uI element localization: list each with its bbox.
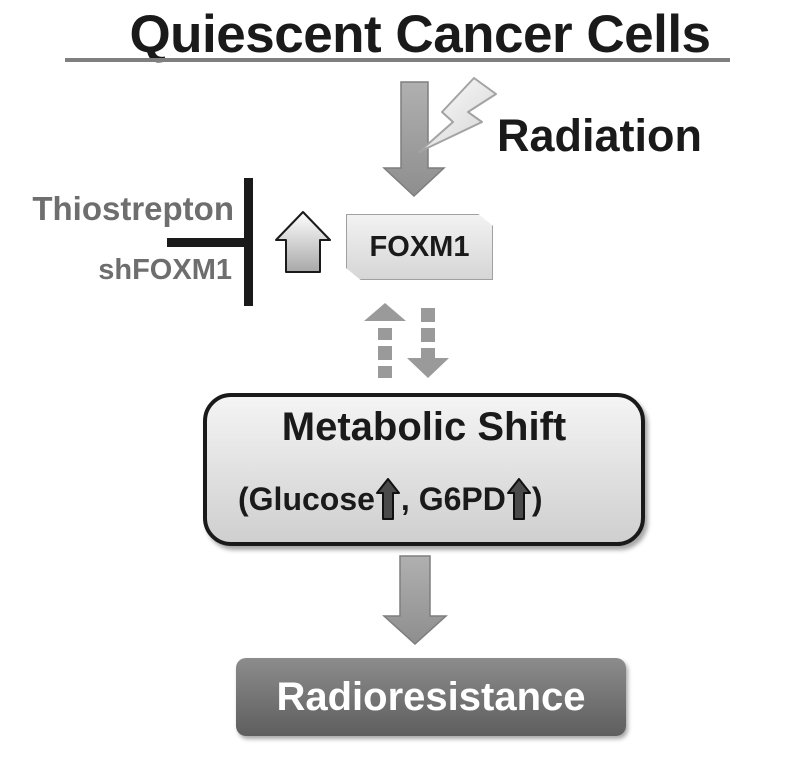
close-paren: ) [531, 480, 543, 517]
radioresistance-box: Radioresistance [236, 658, 626, 736]
metabolic-shift-detail: ( Glucose , G6PD ) [238, 474, 543, 524]
foxm1-label: FOXM1 [369, 230, 470, 263]
glucose-up-arrow-icon [375, 478, 400, 520]
up-arrow-icon [275, 211, 331, 273]
g6pd-label: G6PD [418, 480, 506, 517]
shfoxm1-label: shFOXM1 [98, 254, 232, 286]
radioresistance-label: Radioresistance [276, 674, 586, 719]
radiation-label: Radiation [497, 110, 703, 161]
metabolic-shift-title: Metabolic Shift [281, 405, 567, 449]
g6pd-up-arrow-icon [506, 478, 531, 520]
foxm1-node: FOXM1 [346, 214, 493, 280]
lightning-icon [418, 77, 497, 153]
page-title: Quiescent Cancer Cells [129, 5, 711, 64]
inhibition-icon [167, 178, 253, 306]
thiostrepton-label: Thiostrepton [32, 190, 234, 227]
bidirectional-arrow-icon [364, 303, 449, 378]
radiation-down-arrow-icon [382, 81, 446, 198]
open-paren: ( [238, 480, 249, 517]
metabolic-shift-box [203, 393, 645, 546]
comma: , [400, 480, 419, 517]
outcome-down-arrow-icon [382, 555, 448, 646]
glucose-label: Glucose [248, 480, 375, 517]
title-divider [65, 58, 730, 62]
